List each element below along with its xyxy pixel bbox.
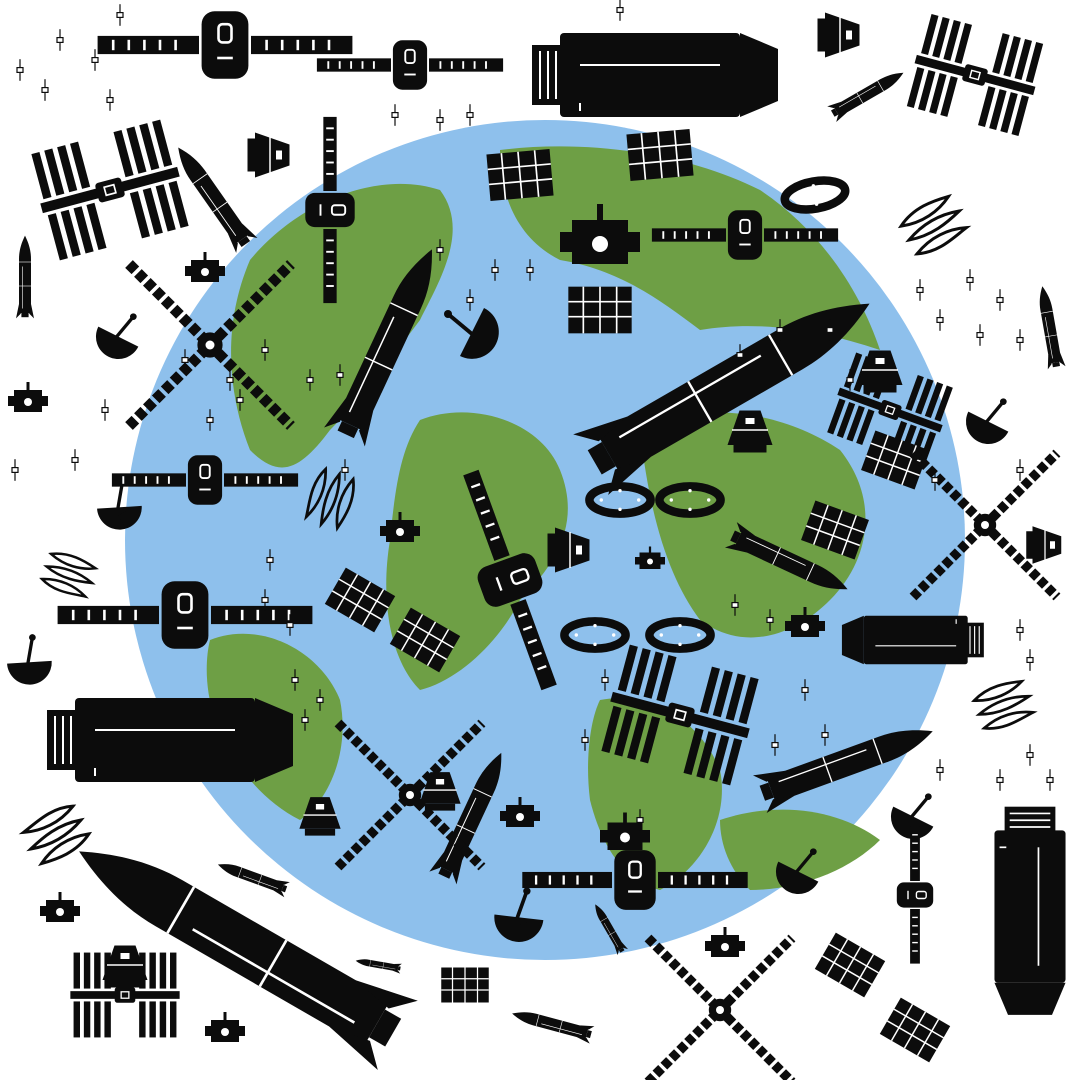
solar-panel-icon [484,147,556,203]
solar-panel-icon [624,127,696,183]
cylindrical-module-icon [531,32,779,118]
cylindrical-module-icon [46,697,294,783]
solar-panel-icon [440,966,490,1004]
cylindrical-module-icon [993,805,1067,1016]
solar-panel-icon [566,285,634,335]
cylindrical-module-icon [840,614,986,666]
